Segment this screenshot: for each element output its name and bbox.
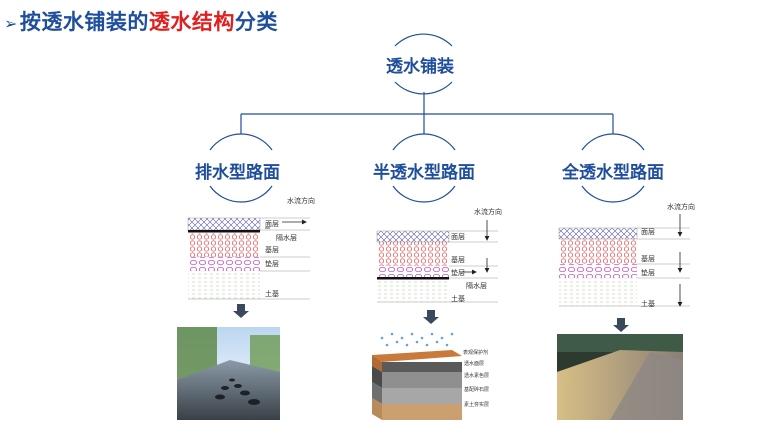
- category-full-label: 全透水型路面: [562, 163, 664, 183]
- layer-label: 土基: [641, 300, 655, 308]
- layer-label: 面层: [265, 220, 279, 228]
- flow-direction-label: 水流方向: [667, 203, 695, 211]
- title-part1: 按透水铺装的: [19, 10, 149, 34]
- photo-drainage-road: [177, 327, 280, 420]
- layer-label: 隔水层: [466, 282, 487, 290]
- category-semi-label: 半透水型路面: [373, 163, 475, 183]
- illustration-label: 透水面层: [464, 361, 485, 367]
- illustration-label: 基配碎石层: [464, 387, 490, 393]
- section-full: [558, 214, 690, 307]
- flow-direction-label: 水流方向: [474, 208, 502, 216]
- layer-label: 基层: [265, 246, 279, 254]
- page-title: ➢按透水铺装的透水结构分类: [4, 6, 278, 36]
- flow-direction-label: 水流方向: [287, 197, 315, 205]
- layer-label: 土基: [451, 295, 465, 303]
- title-part2: 分类: [234, 10, 278, 34]
- layer-label: 垫层: [641, 269, 655, 277]
- layer-label: 基层: [641, 255, 655, 263]
- layer-label: 面层: [451, 233, 465, 241]
- layer-label: 隔水层: [276, 234, 297, 242]
- section-semi: [376, 220, 498, 303]
- illustration-semi-layers: [372, 332, 462, 420]
- layer-label: 面层: [641, 228, 655, 236]
- category-drainage-label: 排水型路面: [195, 163, 280, 183]
- bullet-arrow-icon: ➢: [4, 14, 18, 33]
- down-arrows: [233, 304, 629, 332]
- illustration-label: 素土夯实层: [464, 402, 490, 408]
- section-drainage: [187, 217, 310, 300]
- illustration-label: 透水素色层: [464, 373, 490, 379]
- title-highlight: 透水结构: [148, 10, 235, 34]
- layer-label: 垫层: [451, 269, 465, 277]
- root-node-label: 透水铺装: [386, 57, 454, 77]
- layer-label: 基层: [451, 256, 465, 264]
- layer-label: 垫层: [265, 260, 279, 268]
- photo-full-path: [557, 334, 683, 420]
- illustration-label: 表观保护剂: [463, 350, 489, 356]
- root-arc-top: [394, 33, 453, 47]
- layer-label: 土基: [265, 290, 279, 298]
